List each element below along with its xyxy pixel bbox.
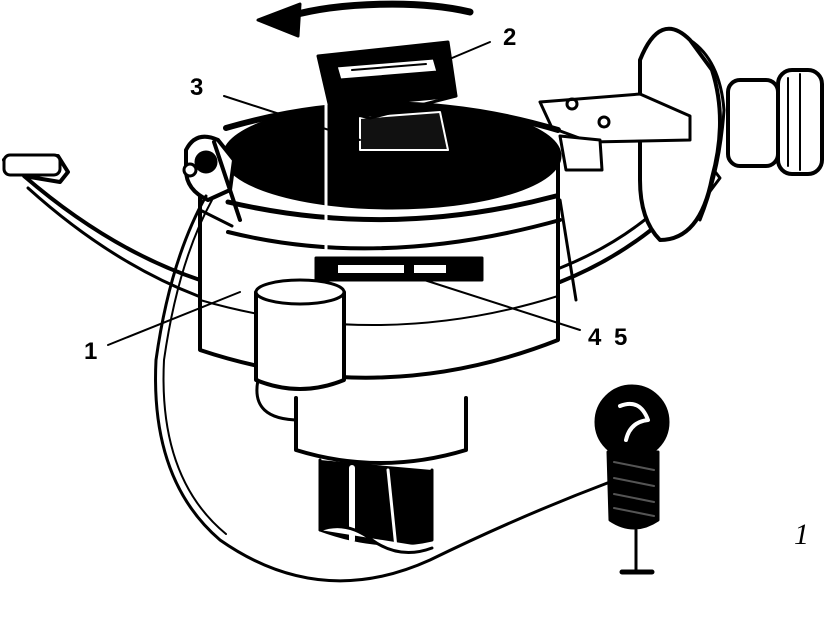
callout-3: 3 — [190, 74, 204, 101]
test-lead-wire — [154, 194, 612, 583]
rotor-arm — [316, 40, 458, 120]
breaker-chamber — [222, 98, 562, 252]
callout-2: 2 — [503, 24, 517, 51]
callout-5: 5 — [614, 324, 628, 351]
adjusting-slot — [314, 256, 484, 282]
terminal-post — [182, 134, 242, 228]
callout-1: 1 — [84, 338, 98, 365]
rotation-arrow-icon — [256, 0, 474, 38]
vacuum-advance-unit — [538, 26, 824, 242]
figure-number: 1 — [794, 518, 809, 551]
condenser — [254, 278, 346, 422]
mounting-clip-left — [2, 153, 202, 298]
test-lamp — [594, 384, 670, 575]
callout-4: 4 — [588, 324, 602, 351]
leader-lines — [107, 41, 581, 346]
drive-shaft — [294, 396, 468, 554]
